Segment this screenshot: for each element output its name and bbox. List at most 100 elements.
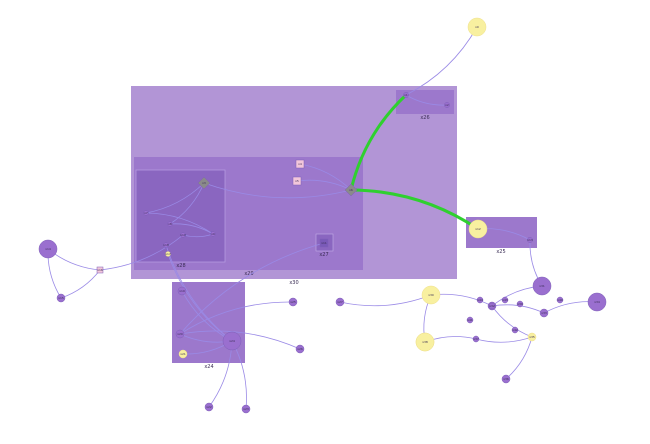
node-shape[interactable] <box>539 308 549 318</box>
cluster-label-x29: x29 <box>244 271 253 277</box>
node-shape[interactable] <box>295 159 305 169</box>
node-x26[interactable]: x26 <box>295 344 305 354</box>
node-shape[interactable] <box>204 402 214 412</box>
node-x42[interactable]: x42 <box>511 326 519 334</box>
node-shape[interactable] <box>38 239 58 259</box>
node-label: x42 <box>512 328 518 332</box>
node-label: x17 <box>165 252 171 256</box>
node-x32[interactable]: x32 <box>488 302 496 310</box>
edge <box>179 242 325 335</box>
node-x0[interactable]: x0 <box>467 17 487 37</box>
node-x19[interactable]: x19 <box>177 286 187 296</box>
node-x3[interactable]: x3 <box>197 176 211 190</box>
node-x11[interactable]: x11 <box>319 238 329 248</box>
cluster-label-x25: x25 <box>496 249 505 255</box>
node-shape[interactable] <box>468 219 488 239</box>
node-shape[interactable] <box>178 349 188 359</box>
node-x8[interactable]: x8 <box>167 221 173 227</box>
node-shape[interactable] <box>516 300 524 308</box>
node-x24[interactable]: x24 <box>222 331 242 351</box>
node-label: x18 <box>163 243 169 247</box>
node-shape[interactable] <box>143 210 149 216</box>
node-x2[interactable]: x2 <box>444 102 450 108</box>
node-shape[interactable] <box>165 251 171 257</box>
node-shape[interactable] <box>335 297 345 307</box>
node-x18[interactable]: x18 <box>163 242 169 248</box>
node-shape[interactable] <box>467 17 487 37</box>
node-x16[interactable]: x16 <box>96 266 104 274</box>
node-shape[interactable] <box>241 404 251 414</box>
node-x10[interactable]: x10 <box>180 232 186 238</box>
node-shape[interactable] <box>163 242 169 248</box>
node-shape[interactable] <box>415 332 435 352</box>
node-x31[interactable]: x31 <box>532 276 552 296</box>
node-x25[interactable]: x25 <box>288 297 298 307</box>
node-shape[interactable] <box>344 183 358 197</box>
node-x36[interactable]: x36 <box>501 374 511 384</box>
node-shape[interactable] <box>180 232 186 238</box>
node-shape[interactable] <box>177 286 187 296</box>
node-x40[interactable]: x40 <box>556 296 564 304</box>
node-shape[interactable] <box>56 293 66 303</box>
node-shape[interactable] <box>319 238 329 248</box>
edge <box>339 294 432 307</box>
node-x15[interactable]: x15 <box>56 293 66 303</box>
node-shape[interactable] <box>222 331 242 351</box>
node-shape[interactable] <box>403 92 409 98</box>
node-x44[interactable]: x44 <box>476 296 484 304</box>
node-shape[interactable] <box>421 285 441 305</box>
node-x9[interactable]: x9 <box>210 231 216 237</box>
node-shape[interactable] <box>488 302 496 310</box>
node-shape[interactable] <box>556 296 564 304</box>
node-shape[interactable] <box>444 102 450 108</box>
node-shape[interactable] <box>511 326 519 334</box>
node-x35[interactable]: x35 <box>527 332 537 342</box>
node-shape[interactable] <box>587 292 607 312</box>
node-x41[interactable]: x41 <box>466 316 474 324</box>
node-x34[interactable]: x34 <box>587 292 607 312</box>
node-x12[interactable]: x12 <box>468 219 488 239</box>
node-shape[interactable] <box>288 297 298 307</box>
node-x27[interactable]: x27 <box>335 297 345 307</box>
node-x30[interactable]: x30 <box>421 285 441 305</box>
node-shape[interactable] <box>466 316 474 324</box>
node-shape[interactable] <box>96 266 104 274</box>
node-label: x25 <box>290 300 296 304</box>
node-x13[interactable]: x13 <box>527 237 533 243</box>
node-shape[interactable] <box>532 276 552 296</box>
node-shape[interactable] <box>501 296 509 304</box>
node-x22[interactable]: x22 <box>204 402 214 412</box>
node-x33[interactable]: x33 <box>539 308 549 318</box>
node-shape[interactable] <box>295 344 305 354</box>
node-label: x5 <box>295 179 299 183</box>
node-x1[interactable]: x1 <box>403 92 409 98</box>
edge <box>165 244 233 342</box>
node-x14[interactable]: x14 <box>38 239 58 259</box>
node-label: x3 <box>202 181 206 185</box>
node-x20[interactable]: x20 <box>175 329 185 339</box>
node-shape[interactable] <box>527 237 533 243</box>
node-x39[interactable]: x39 <box>516 300 524 308</box>
node-x6[interactable]: x6 <box>344 183 358 197</box>
node-x21[interactable]: x21 <box>178 349 188 359</box>
node-x43[interactable]: x43 <box>501 296 509 304</box>
node-label: x11 <box>321 241 327 245</box>
node-x37[interactable]: x37 <box>472 335 480 343</box>
node-shape[interactable] <box>476 296 484 304</box>
node-shape[interactable] <box>210 231 216 237</box>
node-x4[interactable]: x4 <box>295 159 305 169</box>
node-shape[interactable] <box>472 335 480 343</box>
node-x17[interactable]: x17 <box>165 251 171 257</box>
node-shape[interactable] <box>527 332 537 342</box>
node-label: x23 <box>243 407 249 411</box>
node-x5[interactable]: x5 <box>292 176 302 186</box>
edge <box>491 305 533 338</box>
node-x7[interactable]: x7 <box>143 210 149 216</box>
node-x38[interactable]: x38 <box>415 332 435 352</box>
node-shape[interactable] <box>501 374 511 384</box>
node-shape[interactable] <box>292 176 302 186</box>
node-x23[interactable]: x23 <box>241 404 251 414</box>
node-shape[interactable] <box>175 329 185 339</box>
node-shape[interactable] <box>197 176 211 190</box>
node-shape[interactable] <box>167 221 173 227</box>
